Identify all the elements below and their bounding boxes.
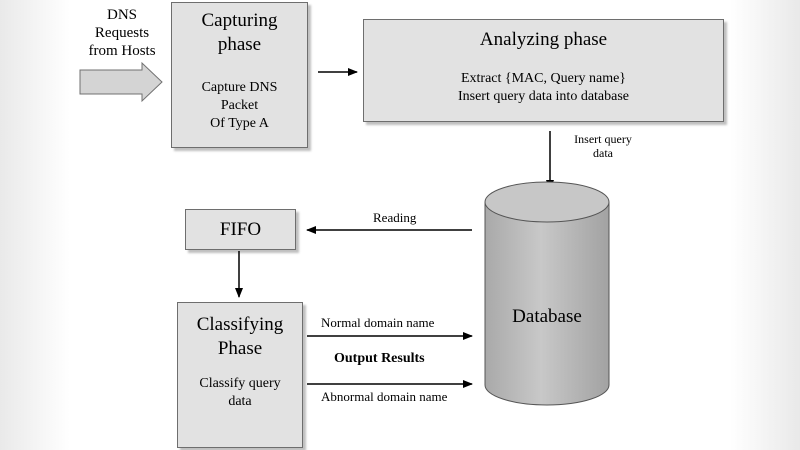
database-label: Database — [512, 306, 582, 327]
normal-domain-label: Normal domain name — [321, 315, 435, 330]
analyzing-phase-body: Extract {MAC, Query name} Insert query d… — [457, 71, 630, 104]
analyzing-phase-title: Analyzing phase — [479, 29, 608, 50]
insert-query-label: Insert query data — [574, 132, 632, 160]
database-cylinder — [484, 181, 610, 406]
classifying-phase-box: Classifying Phase Classify query data — [177, 302, 303, 448]
reading-label: Reading — [373, 210, 417, 225]
output-results-label: Output Results — [334, 351, 425, 366]
classifying-phase-body: Classify query data — [199, 376, 281, 409]
capturing-phase-body: Capture DNS Packet Of Type A — [201, 80, 278, 131]
fifo-title: FIFO — [219, 219, 262, 240]
capturing-phase-box: Capturing phase Capture DNS Packet Of Ty… — [171, 2, 308, 148]
classifying-phase-title: Classifying Phase — [196, 314, 284, 359]
input-label: DNS Requests from Hosts — [88, 7, 156, 59]
analyzing-phase-box: Analyzing phase Extract {MAC, Query name… — [363, 19, 724, 122]
capturing-phase-title: Capturing phase — [201, 10, 278, 55]
abnormal-domain-label: Abnormal domain name — [321, 389, 448, 404]
input-block-arrow — [79, 61, 163, 103]
fifo-box: FIFO — [185, 209, 296, 250]
